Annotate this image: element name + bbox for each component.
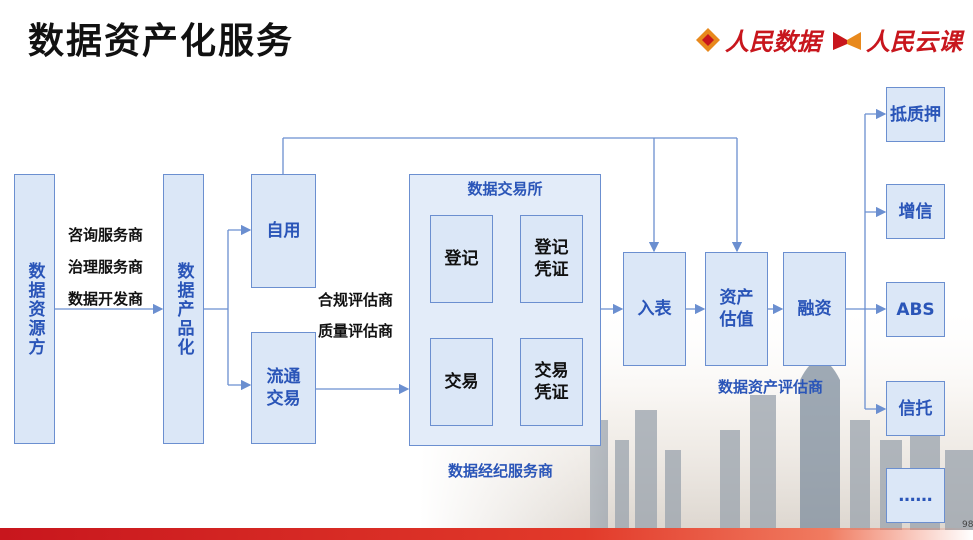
people-data-logo: 人民数据 — [695, 22, 821, 57]
page-number: 98 — [962, 520, 973, 530]
node-circulate: 流通交易 — [251, 332, 316, 444]
evaluator-label-compliance: 合规评估商 — [318, 291, 394, 309]
diamond-logo-icon — [696, 27, 720, 52]
node-valuation: 资产估值 — [705, 252, 768, 366]
service-label-governance: 治理服务商 — [68, 258, 144, 276]
broker-label: 数据经纪服务商 — [448, 462, 554, 480]
node-abs: ABS — [886, 282, 945, 337]
service-label-consult: 咨询服务商 — [68, 226, 144, 244]
asset-evaluator-label: 数据资产评估商 — [718, 378, 824, 396]
node-pledge: 抵质押 — [886, 87, 945, 142]
node-self-use: 自用 — [251, 174, 316, 288]
book-logo-icon — [833, 31, 861, 50]
node-credit: 增信 — [886, 184, 945, 239]
node-trade: 交易 — [430, 338, 493, 426]
node-register-cert: 登记凭证 — [520, 215, 583, 303]
node-register: 登记 — [430, 215, 493, 303]
brand1-name: 人民数据 — [725, 27, 821, 56]
node-trust: 信托 — [886, 381, 945, 436]
node-more: …… — [886, 468, 945, 523]
people-cloud-class-logo: 人民云课 — [832, 22, 962, 57]
node-trade-cert: 交易凭证 — [520, 338, 583, 426]
page-title: 数据资产化服务 — [28, 21, 295, 62]
footer-bar — [0, 528, 973, 540]
evaluator-label-quality: 质量评估商 — [318, 322, 394, 340]
city-skyline-image — [420, 300, 973, 530]
brand2-name: 人民云课 — [866, 27, 962, 56]
node-productize: 数据产品化 — [163, 174, 204, 444]
node-data-source: 数据资源方 — [14, 174, 55, 444]
node-financing: 融资 — [783, 252, 846, 366]
exchange-title: 数据交易所 — [467, 180, 543, 198]
node-into-sheet: 入表 — [623, 252, 686, 366]
service-label-developer: 数据开发商 — [68, 290, 144, 308]
